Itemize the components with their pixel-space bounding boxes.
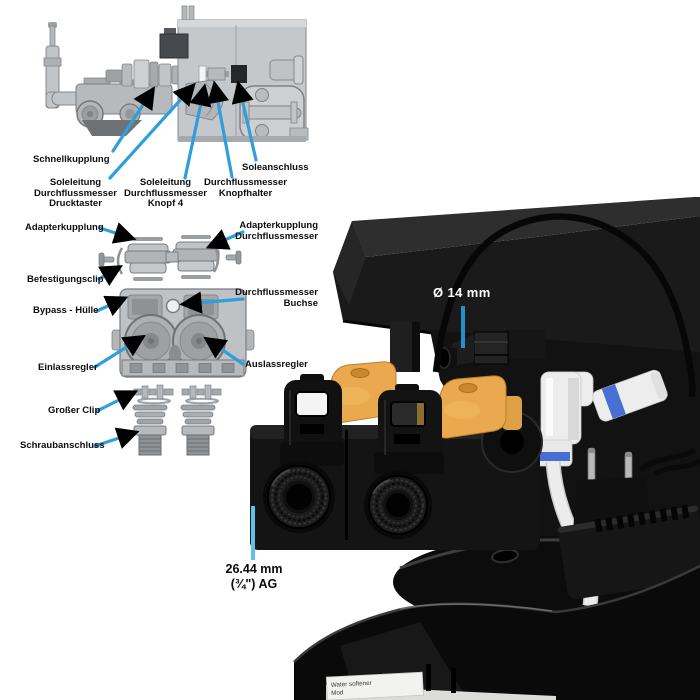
arrow-schraubanschluss [93, 427, 140, 449]
barb-fitting-right [181, 384, 222, 400]
collet-ring-icon [601, 384, 626, 419]
label-durchflussmesser-knopfhalter: Durchflussmesser Knopfhalter [204, 177, 287, 199]
arrow-einlassregler [93, 334, 146, 369]
label-hose-diameter: Ø 14 mm [433, 285, 491, 300]
label-soleleitung-knopf4: Soleleitung Durchflussmesser Knopf 4 [124, 177, 207, 210]
label-durchflussmesser-buchse: Durchflussmesser Buchse [235, 287, 318, 309]
arrow-befestigungsclip [97, 265, 123, 287]
arrow-auslassregler [203, 336, 245, 366]
arrow-adapterkupplung [98, 222, 137, 244]
product-sticker: Water softener Mod [325, 671, 424, 700]
arrow-buchse [179, 291, 245, 314]
label-schraubanschluss: Schraubanschluss [20, 440, 105, 451]
threaded-outlet-left [263, 461, 335, 533]
label-auslassregler: Auslassregler [245, 359, 308, 370]
sticker-line1: Water softener [331, 680, 372, 689]
sticker-line2: Mod [331, 689, 344, 697]
label-grosser-clip: Großer Clip [48, 405, 101, 416]
bypass-handle-right-end [502, 396, 522, 430]
threaded-outlet-right [364, 471, 432, 539]
quick-coupling-part [121, 59, 181, 89]
arrow-knopf4 [183, 83, 212, 180]
power-cable [432, 213, 696, 398]
adapter-couplings-diagram [98, 235, 242, 281]
label-schnellkupplung: Schnellkupplung [33, 154, 110, 165]
arrow-bypass-huelle [95, 295, 129, 317]
label-soleleitung-drucktaster: Soleleitung Durchflussmesser Drucktaster [34, 177, 117, 210]
retaining-clip-left [280, 374, 344, 466]
label-bypass-huelle: Bypass - Hülle [33, 305, 99, 316]
annotation-arrows [93, 80, 258, 449]
brine-connector-part [231, 65, 247, 83]
label-einlassregler: Einlassregler [38, 362, 98, 373]
collet-ring-icon [538, 452, 570, 461]
europlug-pins [587, 447, 633, 485]
large-clip-left [137, 397, 171, 405]
barb-fitting-left [133, 384, 174, 400]
arrow-soleanschluss [231, 80, 258, 162]
bypass-handle-right [433, 375, 507, 439]
valve-assembly-diagram [43, 5, 309, 142]
product-photo: Water softener Mod [250, 197, 700, 700]
label-adapterkupplung: Adapterkupplung [25, 222, 104, 233]
large-clip-right [185, 397, 219, 405]
flowmeter-socket-part [165, 298, 181, 314]
label-adapterkupplung-durchflussmesser: Adapterkupplung Durchflussmesser [235, 220, 318, 242]
arrow-grosser-clip [95, 390, 139, 413]
screw-connectors-diagram [132, 404, 216, 456]
screw-connector-left [132, 404, 168, 456]
barb-clips-diagram [133, 384, 222, 405]
arrow-adapterkupplung-dfm [205, 229, 245, 250]
screw-connector-right [180, 404, 216, 456]
label-befestigungsclip: Befestigungsclip [27, 274, 104, 285]
quick-connect-fittings [535, 369, 668, 467]
retaining-clip-right [374, 384, 444, 474]
brine-hose-barb [437, 330, 545, 369]
power-adapter [557, 447, 700, 600]
arrow-knopfhalter [207, 80, 234, 179]
mounting-clip-left [116, 247, 124, 275]
arrow-schnellkupplung [111, 86, 156, 153]
label-thread-size: 26.44 mm (¾") AG [225, 562, 283, 591]
cabinet: Water softener Mod [293, 564, 700, 700]
label-soleanschluss: Soleanschluss [242, 162, 309, 173]
arrow-drucktaster [108, 82, 196, 180]
